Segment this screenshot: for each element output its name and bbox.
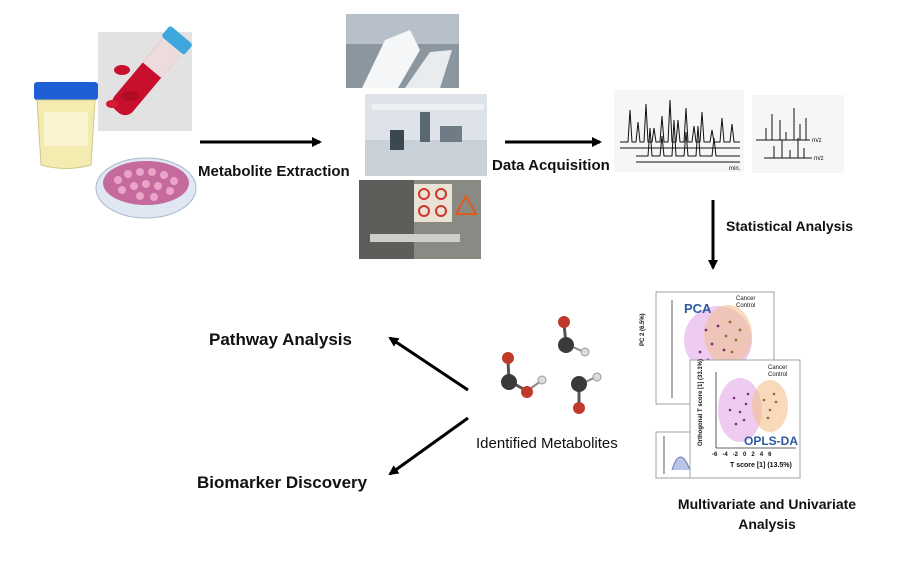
pca-y-axis-label: PC 2 (6.5%) bbox=[640, 313, 646, 346]
multivariate-label-line2: Analysis bbox=[738, 516, 796, 532]
x-tick: -2 bbox=[732, 452, 739, 458]
molecule-icon-1 bbox=[558, 316, 590, 357]
x-tick: -4 bbox=[722, 452, 728, 458]
step-metabolite-extraction: Metabolite Extraction bbox=[198, 163, 350, 180]
pca-title: PCA bbox=[684, 301, 712, 316]
opls-da-y-axis-label: Orthogonal T score [1] (33.1%) bbox=[698, 358, 704, 446]
lab-photo-bottom bbox=[359, 180, 481, 259]
pca-legend-cancer: Cancer bbox=[736, 296, 756, 302]
petri-dish-image bbox=[95, 157, 197, 219]
step-data-acquisition: Data Acquisition bbox=[492, 157, 610, 174]
pca-legend-control: Control bbox=[736, 303, 756, 309]
x-tick: 4 bbox=[759, 452, 764, 458]
outcome-pathway-analysis: Pathway Analysis bbox=[209, 330, 352, 349]
step-multivariate-analysis: Multivariate and Univariate Analysis bbox=[662, 494, 872, 534]
spectrum-axis-label-upper: m/z bbox=[812, 138, 822, 144]
step-identified-metabolites: Identified Metabolites bbox=[476, 435, 618, 452]
chromatogram-axis-label: min. bbox=[729, 166, 741, 172]
step-statistical-analysis: Statistical Analysis bbox=[726, 218, 854, 234]
multivariate-label-line1: Multivariate and Univariate bbox=[677, 496, 857, 512]
x-tick: 2 bbox=[751, 452, 755, 458]
blood-tube-image bbox=[98, 26, 192, 131]
pca-plot bbox=[655, 291, 775, 405]
molecule-icon-2 bbox=[501, 352, 547, 398]
opls-legend-cancer: Cancer bbox=[768, 365, 788, 371]
opls-da-x-axis-label: T score [1] (13.5%) bbox=[730, 462, 792, 469]
outcome-biomarker-discovery: Biomarker Discovery bbox=[197, 473, 368, 492]
x-tick: -6 bbox=[712, 452, 718, 458]
molecule-icon-3 bbox=[571, 372, 602, 414]
chromatogram-image bbox=[614, 90, 744, 172]
x-tick: 6 bbox=[768, 452, 772, 458]
lab-photo-middle bbox=[365, 94, 487, 176]
opls-da-x-ticks: -6 -4 -2 0 2 4 6 bbox=[712, 452, 771, 458]
spectrum-axis-label-lower: m/z bbox=[814, 156, 824, 162]
mass-spectrum-image bbox=[752, 95, 844, 173]
opls-da-plot bbox=[689, 359, 801, 479]
opls-da-title: OPLS-DA bbox=[744, 434, 798, 448]
arrow-to-biomarker bbox=[388, 416, 469, 476]
arrow-to-pathway bbox=[388, 336, 469, 392]
opls-legend-control: Control bbox=[768, 372, 788, 378]
x-tick: 0 bbox=[743, 452, 747, 458]
lab-photo-top bbox=[346, 14, 459, 88]
urine-cup-image bbox=[34, 82, 98, 169]
